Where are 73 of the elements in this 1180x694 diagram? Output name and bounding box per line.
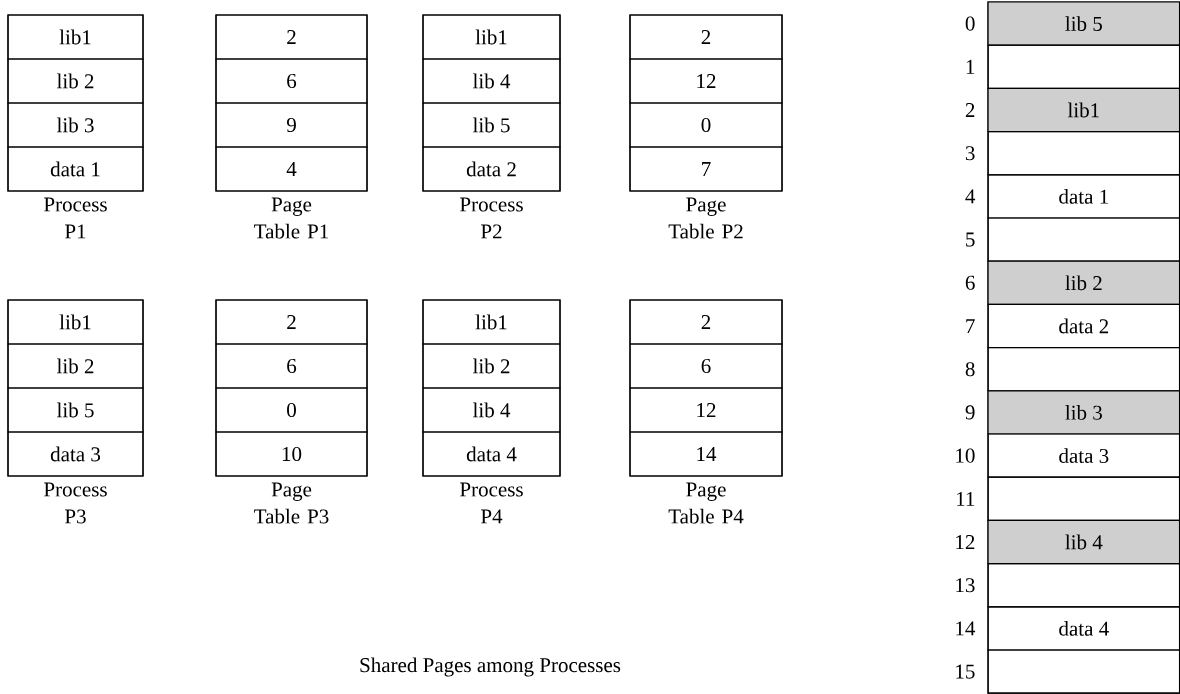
page-table-entry: 10 (215, 431, 368, 477)
page-cell: data 1 (7, 146, 144, 192)
memory-frame: data 2 (987, 303, 1180, 349)
frame-number: 2 (965, 103, 975, 117)
caption: Shared Pages among Processes (360, 657, 621, 677)
frame-number: 5 (966, 232, 975, 247)
page-cell: lib 2 (7, 58, 144, 104)
table-caption: Page Table P2 (668, 197, 743, 239)
page-cell: lib 2 (7, 343, 144, 389)
page-table-entry: 9 (215, 102, 368, 148)
page-table-entry: 2 (215, 14, 368, 60)
memory-frame: data 3 (987, 433, 1180, 478)
page-table-entry: 2 (629, 14, 783, 60)
memory-frame: lib 4 (987, 519, 1180, 565)
memory-frame: data 1 (987, 174, 1180, 219)
page-table-entry: 6 (215, 343, 368, 389)
frame-number: 15 (956, 664, 975, 679)
table-caption: Process P4 (460, 482, 523, 524)
table-caption: Process P1 (44, 197, 107, 239)
memory-frame (987, 476, 1180, 521)
frame-number: 7 (966, 319, 975, 333)
page-table-entry: 12 (629, 387, 783, 433)
page-table-entry: 0 (215, 387, 368, 433)
table-caption: Process P3 (44, 482, 107, 524)
table-caption: Page Table P3 (254, 482, 329, 524)
page-table-entry: 7 (629, 146, 783, 192)
frame-number: 14 (956, 621, 976, 636)
memory-frame (987, 44, 1180, 89)
page-cell: lib 4 (422, 58, 561, 104)
memory-frame (987, 563, 1180, 608)
frame-number: 9 (965, 405, 975, 420)
frame-number: 6 (965, 275, 975, 290)
page-table-entry: 6 (629, 343, 783, 389)
page-table-entry: 12 (629, 58, 783, 104)
page-cell: lib1 (7, 299, 144, 345)
page-table-entry: 2 (215, 299, 368, 345)
page-table-entry: 2 (629, 299, 783, 345)
frame-number: 4 (965, 189, 976, 204)
frame-number: 1 (966, 59, 975, 74)
memory-frame: lib 2 (987, 260, 1180, 305)
memory-frame (987, 131, 1180, 176)
memory-frame (987, 649, 1180, 694)
frame-number: 8 (965, 362, 975, 377)
page-table-entry: 4 (215, 146, 368, 192)
page-cell: lib1 (422, 14, 561, 60)
page-table-entry: 0 (629, 102, 783, 148)
frame-number: 0 (965, 16, 975, 31)
memory-frame: lib1 (987, 87, 1180, 133)
page-cell: lib1 (422, 299, 561, 345)
page-cell: data 3 (7, 431, 144, 477)
page-cell: lib 3 (7, 102, 144, 148)
table-caption: Page Table P4 (668, 482, 744, 524)
page-cell: lib 2 (422, 343, 561, 389)
page-table-entry: 14 (629, 431, 783, 477)
memory-frame (987, 347, 1180, 392)
page-cell: lib 5 (422, 102, 561, 148)
table-caption: Process P2 (460, 197, 523, 239)
memory-frame (987, 217, 1180, 262)
page-cell: data 4 (422, 431, 561, 477)
frame-number: 3 (965, 146, 975, 161)
frame-number: 10 (956, 448, 975, 463)
table-caption: Page Table P1 (254, 197, 328, 239)
frame-number: 13 (956, 578, 975, 593)
page-cell: lib1 (7, 14, 144, 60)
page-cell: lib 5 (7, 387, 144, 433)
page-table-entry: 6 (215, 58, 368, 104)
memory-frame: lib 3 (987, 390, 1180, 435)
page-cell: data 2 (422, 146, 561, 192)
memory-frame: data 4 (987, 606, 1180, 651)
frame-number: 12 (956, 535, 975, 549)
frame-number: 11 (957, 491, 975, 506)
memory-frame: lib 5 (987, 1, 1180, 46)
page-cell: lib 4 (422, 387, 561, 433)
